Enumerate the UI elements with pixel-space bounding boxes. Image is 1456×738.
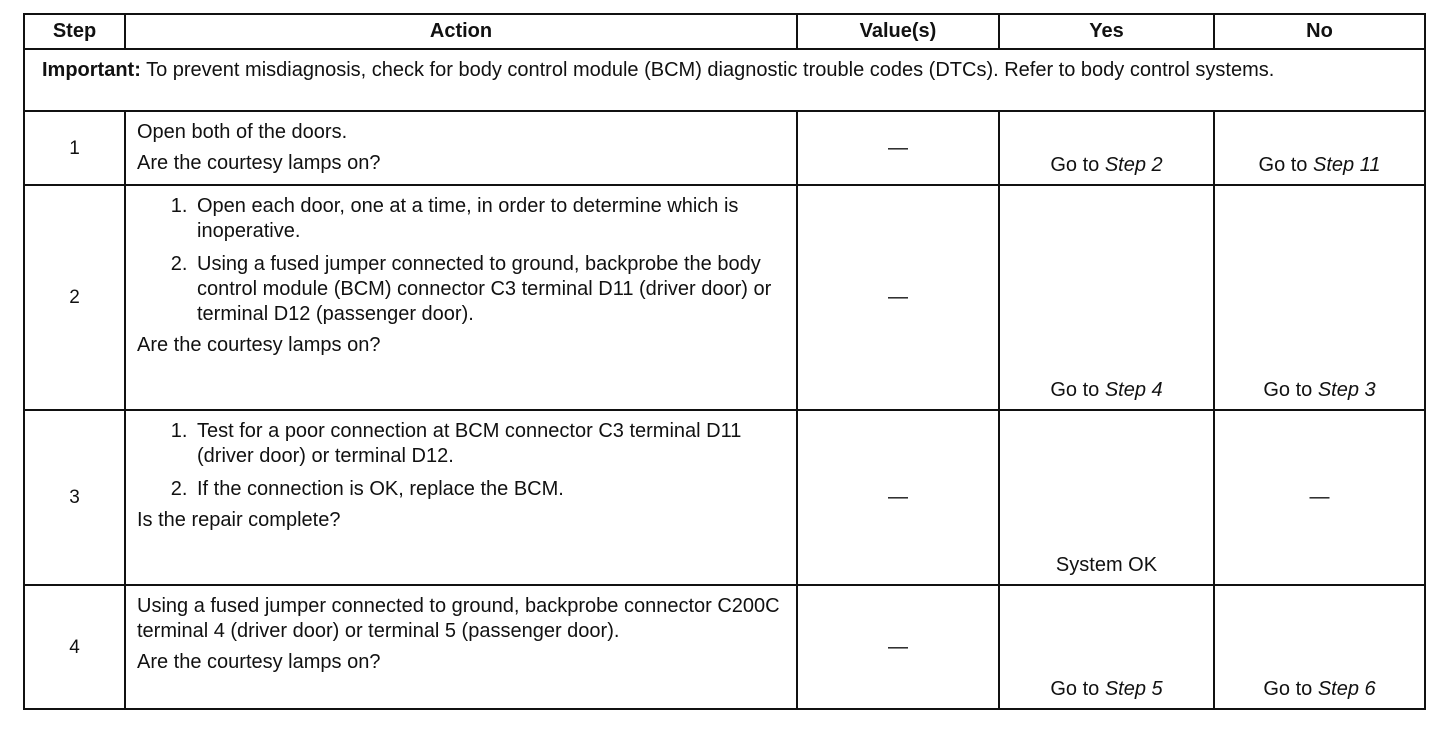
step-number: 3	[23, 409, 126, 586]
no-prefix: Go to	[1263, 379, 1318, 401]
no-step-link[interactable]: Step 6	[1317, 678, 1376, 700]
value-dash: —	[888, 635, 908, 658]
action-list-item: If the connection is OK, replace the BCM…	[193, 477, 786, 502]
action-question: Are the courtesy lamps on?	[137, 152, 381, 174]
step-number: 4	[23, 584, 126, 710]
yes-cell: Go to Step 5	[998, 584, 1215, 710]
value-cell: —	[796, 409, 1000, 586]
table-row: 1 Open both of the doors. Are the courte…	[23, 110, 1426, 186]
yes-system-ok: System OK	[1055, 554, 1158, 576]
action-paragraph: Open both of the doors.	[137, 121, 348, 143]
important-row: Important: To prevent misdiagnosis, chec…	[23, 48, 1426, 112]
action-cell: Open both of the doors. Are the courtesy…	[124, 110, 798, 186]
yes-cell: Go to Step 2	[998, 110, 1215, 186]
no-dash: —	[1309, 486, 1330, 508]
important-text: To prevent misdiagnosis, check for body …	[140, 59, 1275, 81]
action-list-item: Using a fused jumper connected to ground…	[193, 252, 786, 327]
important-label: Important:	[42, 59, 141, 81]
header-row: Step Action Value(s) Yes No	[23, 13, 1426, 50]
step-number: 2	[23, 184, 126, 411]
action-question: Are the courtesy lamps on?	[137, 334, 381, 356]
yes-prefix: Go to	[1050, 154, 1105, 176]
table-row: 4 Using a fused jumper connected to grou…	[23, 584, 1426, 710]
action-cell: Open each door, one at a time, in order …	[124, 184, 798, 411]
action-question: Are the courtesy lamps on?	[137, 651, 381, 673]
no-cell: Go to Step 11	[1213, 110, 1426, 186]
yes-prefix: Go to	[1050, 678, 1105, 700]
yes-cell: Go to Step 4	[998, 184, 1215, 411]
no-prefix: Go to	[1263, 678, 1318, 700]
action-list-item: Open each door, one at a time, in order …	[193, 194, 786, 244]
value-dash: —	[888, 136, 908, 159]
important-note: Important: To prevent misdiagnosis, chec…	[23, 48, 1426, 112]
yes-step-link[interactable]: Step 5	[1104, 678, 1163, 700]
action-list: Open each door, one at a time, in order …	[137, 194, 786, 327]
yes-step-link[interactable]: Step 4	[1104, 379, 1163, 401]
action-cell: Test for a poor connection at BCM connec…	[124, 409, 798, 586]
step-number: 1	[23, 110, 126, 186]
yes-step-link[interactable]: Step 2	[1104, 154, 1163, 176]
no-prefix: Go to	[1258, 154, 1313, 176]
header-yes: Yes	[998, 13, 1215, 50]
value-cell: —	[796, 184, 1000, 411]
header-no: No	[1213, 13, 1426, 50]
table-row: 3 Test for a poor connection at BCM conn…	[23, 409, 1426, 586]
action-paragraph: Using a fused jumper connected to ground…	[137, 595, 780, 642]
value-dash: —	[888, 286, 908, 308]
no-cell: —	[1213, 409, 1426, 586]
value-cell: —	[796, 110, 1000, 186]
no-step-link[interactable]: Step 11	[1313, 154, 1381, 176]
no-step-link[interactable]: Step 3	[1317, 379, 1376, 401]
action-list: Test for a poor connection at BCM connec…	[137, 419, 786, 502]
action-list-item: Test for a poor connection at BCM connec…	[193, 419, 786, 469]
action-cell: Using a fused jumper connected to ground…	[124, 584, 798, 710]
header-step: Step	[23, 13, 126, 50]
value-dash: —	[888, 486, 908, 508]
table-row: 2 Open each door, one at a time, in orde…	[23, 184, 1426, 411]
yes-cell: System OK	[998, 409, 1215, 586]
header-values: Value(s)	[796, 13, 1000, 50]
action-question: Is the repair complete?	[137, 509, 341, 531]
diagnostic-table: Step Action Value(s) Yes No Important: T…	[23, 13, 1426, 710]
value-cell: —	[796, 584, 1000, 710]
header-action: Action	[124, 13, 798, 50]
yes-prefix: Go to	[1050, 379, 1105, 401]
no-cell: Go to Step 6	[1213, 584, 1426, 710]
no-cell: Go to Step 3	[1213, 184, 1426, 411]
